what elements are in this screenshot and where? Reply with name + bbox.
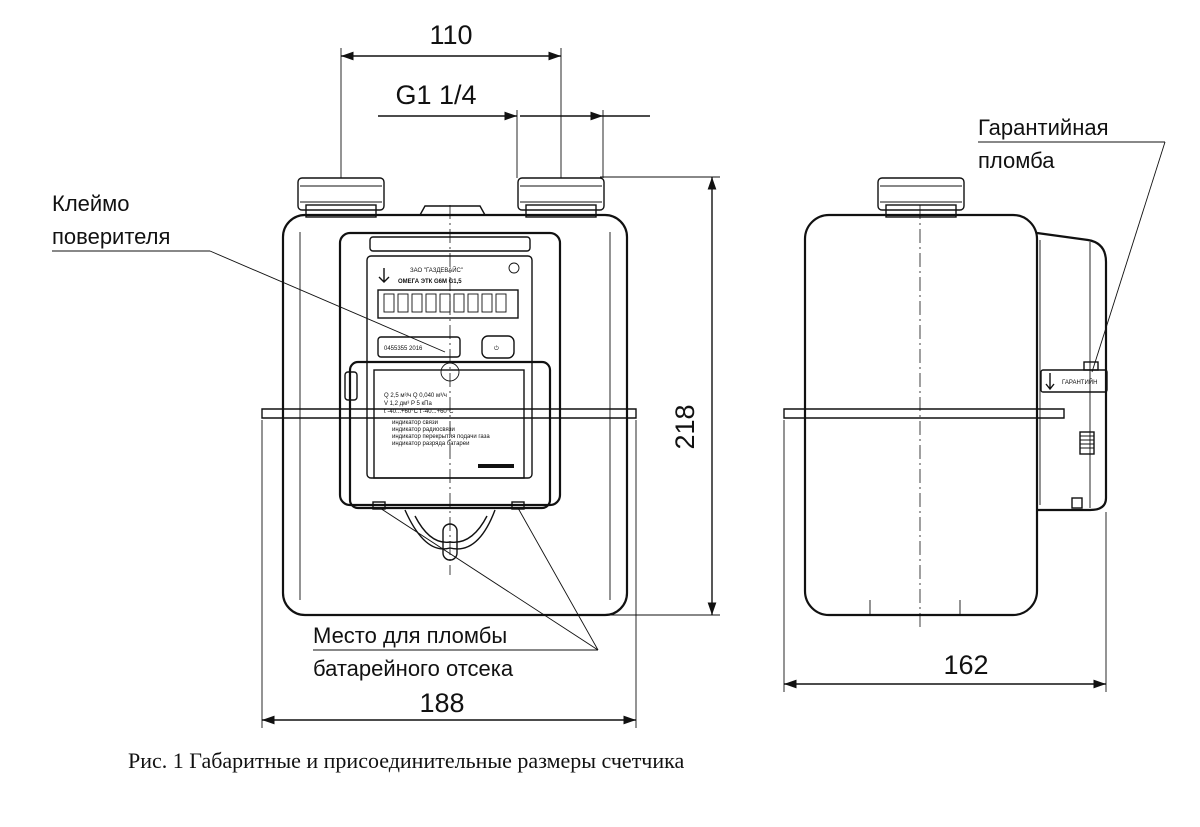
front-view: ЗАО "ГАЗДЕВАЙС" ОМЕГА ЭТК G6М G1,5 04553… [261,177,637,617]
dimension-thread-label: G1 1/4 [395,80,476,110]
inlet-connector [297,177,385,218]
dimension-162-label: 162 [943,650,988,680]
warranty-seal-label-line1: Гарантийная [978,115,1109,140]
svg-text:индикатор разряда батареи: индикатор разряда батареи [392,441,469,447]
dimension-thread: G1 1/4 [378,80,650,178]
side-body [803,213,1039,617]
dimension-218-label: 218 [670,404,700,449]
front-body [281,213,629,617]
svg-text:0455355 2016: 0455355 2016 [384,346,423,352]
callout-warranty-seal: Гарантийная пломба [978,115,1166,373]
svg-text:V 1,2 дм³ P 5 кПа: V 1,2 дм³ P 5 кПа [384,401,432,407]
battery-seal-label-line1: Место для пломбы [313,623,507,648]
warranty-seal [1040,369,1108,393]
svg-text:Q 2,5 м³/ч Q 0,040 м³/ч: Q 2,5 м³/ч Q 0,040 м³/ч [384,393,447,399]
side-view: ГАРАНТИЙН [783,177,1108,630]
dimension-218: 218 [600,176,720,616]
svg-text:ОМЕГА ЭТК G6М G1,5: ОМЕГА ЭТК G6М G1,5 [398,279,462,285]
verifier-mark-plate [377,336,461,358]
warranty-seal-label-line2: пломба [978,148,1055,173]
battery-seal-label-line2: батарейного отсека [313,656,514,681]
svg-text:⏻: ⏻ [494,345,499,352]
dimension-110-label: 110 [429,20,472,50]
svg-text:индикатор радиосвязи: индикатор радиосвязи [392,427,455,433]
verifier-mark-label-line2: поверителя [52,224,170,249]
verifier-mark-label-line1: Клеймо [52,191,130,216]
svg-text:индикатор связи: индикатор связи [392,420,438,426]
svg-text:ГАРАНТИЙН: ГАРАНТИЙН [1062,378,1097,386]
callout-battery-seal: Место для пломбы батарейного отсека [313,507,599,681]
figure-caption: Рис. 1 Габаритные и присоединительные ра… [128,748,685,773]
lcd-display [377,289,519,319]
side-connector [877,177,965,218]
outlet-connector [517,177,605,218]
dimension-188: 188 [261,420,637,728]
svg-text:индикатор перекрытия подачи га: индикатор перекрытия подачи газа [392,434,490,440]
svg-text:ЗАО "ГАЗДЕВАЙС": ЗАО "ГАЗДЕВАЙС" [410,266,463,274]
dimension-188-label: 188 [419,688,464,718]
dimension-162: 162 [783,420,1107,692]
side-head [1036,231,1108,512]
dimension-110: 110 [340,20,562,178]
button [481,335,515,359]
callout-verifier-mark: Клеймо поверителя [52,191,446,353]
svg-text:t -40...+60°C t -40...+60°C: t -40...+60°C t -40...+60°C [384,409,454,415]
lcd-digits [383,293,507,313]
